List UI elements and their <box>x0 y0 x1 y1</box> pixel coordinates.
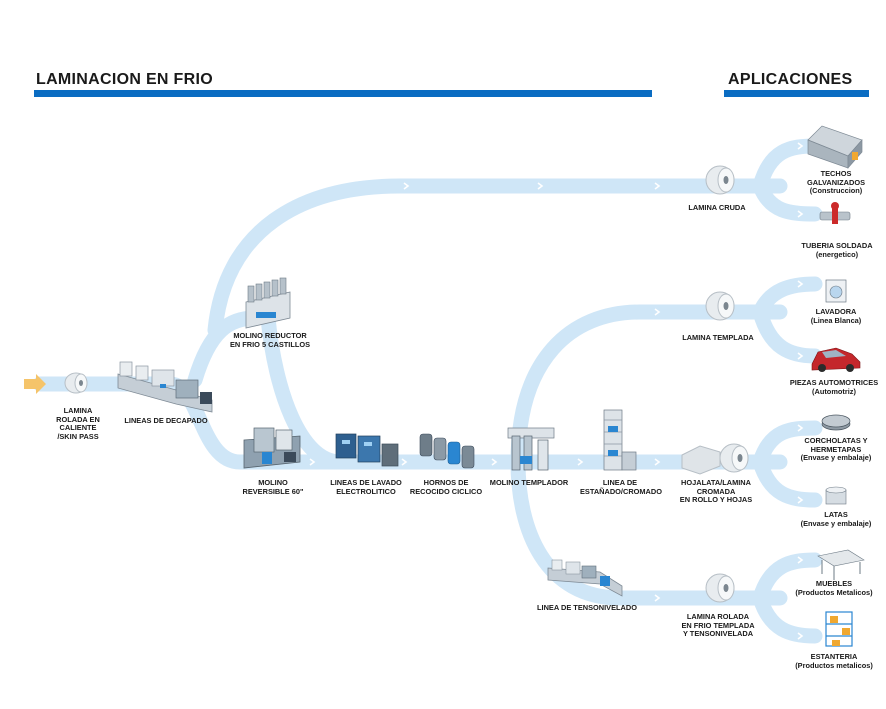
label-hojalata: HOJALATA/LAMINA CROMADA EN ROLLO Y HOJAS <box>679 478 753 505</box>
latas-icon <box>825 486 847 505</box>
chevron-icon <box>403 182 410 190</box>
coil-lamina-templada-icon <box>705 291 735 321</box>
molino-reversible-machine-icon <box>243 427 301 469</box>
flow-templador-up <box>510 304 788 470</box>
label-linea-tensonivelado: LINEA DE TENSONIVELADO <box>537 603 637 612</box>
chevron-icon <box>491 458 498 466</box>
chevron-icon <box>577 458 584 466</box>
flow-split-hojalata <box>752 420 823 508</box>
chevron-icon <box>654 182 661 190</box>
label-lamina-templada: LAMINA TEMPLADA <box>682 333 754 342</box>
label-lamina-rolada-frio: LAMINA ROLADA EN FRIO TEMPLADA Y TENSONI… <box>681 612 755 639</box>
chevron-icon <box>537 182 544 190</box>
app-label-piezas: PIEZAS AUTOMOTRICES (Automotriz) <box>789 378 879 396</box>
lineas-lavado-machine-icon <box>335 433 399 467</box>
chevron-icon <box>797 280 804 288</box>
label-lineas-decapado: LINEAS DE DECAPADO <box>124 416 208 425</box>
coil-lamina-cruda-icon <box>705 165 735 195</box>
label-molino-reductor: MOLINO REDUCTOR EN FRIO 5 CASTILLOS <box>229 331 311 349</box>
direction-arrows <box>309 142 804 640</box>
app-label-techos: TECHOS GALVANIZADOS (Construccion) <box>806 169 866 196</box>
section-title-aplicaciones: APLICACIONES <box>728 71 853 88</box>
app-label-latas: LATAS (Envase y embalaje) <box>800 510 872 528</box>
flow-reductor-down <box>260 310 348 470</box>
molino-reductor-machine-icon <box>245 277 291 329</box>
chevron-icon <box>797 142 804 150</box>
chevron-icon <box>797 424 804 432</box>
app-label-muebles: MUEBLES (Productos Metalicos) <box>795 579 873 597</box>
piezas-automotrices-icon <box>811 347 861 372</box>
app-label-estanteria: ESTANTERIA (Productos metalicos) <box>795 652 873 670</box>
chevron-icon <box>797 210 804 218</box>
chevron-icon <box>797 496 804 504</box>
hornos-recocido-machine-icon <box>419 433 475 469</box>
lavadora-icon <box>825 279 847 303</box>
muebles-icon <box>817 549 865 580</box>
corcholatas-icon <box>821 414 851 431</box>
coil-lamina-rolada-frio-icon <box>705 573 735 603</box>
label-linea-estanado: LINEA DE ESTAÑADO/CROMADO <box>580 478 662 496</box>
linea-estanado-tower-icon <box>603 409 637 471</box>
chevron-icon <box>797 632 804 640</box>
label-lamina-rolada: LAMINA ROLADA EN CALIENTE /SKIN PASS <box>56 406 100 441</box>
label-lineas-lavado: LINEAS DE LAVADO ELECTROLITICO <box>330 478 402 496</box>
chevron-icon <box>654 594 661 602</box>
section-title-laminacion: LAMINACION EN FRIO <box>36 71 213 88</box>
label-lamina-cruda: LAMINA CRUDA <box>688 203 746 212</box>
molino-templador-machine-icon <box>507 427 555 471</box>
section-bar-laminacion <box>34 90 652 97</box>
app-label-corcholatas: CORCHOLATAS Y HERMETAPAS (Envase y embal… <box>800 436 872 463</box>
chevron-icon <box>654 458 661 466</box>
chevron-icon <box>401 458 408 466</box>
flow-split-templada <box>752 276 823 364</box>
coil-lamina-rolada-icon <box>64 372 88 394</box>
chevron-icon <box>797 352 804 360</box>
chevron-icon <box>654 308 661 316</box>
app-label-lavadora: LAVADORA (Linea Blanca) <box>810 307 862 325</box>
app-label-tuberia: TUBERIA SOLDADA (energetico) <box>801 241 873 259</box>
lineas-decapado-machine-icon <box>117 361 213 413</box>
flow-split-tensonivelada <box>752 552 823 644</box>
estanteria-icon <box>825 611 853 647</box>
label-molino-templador: MOLINO TEMPLADOR <box>489 478 569 487</box>
label-molino-reversible: MOLINO REVERSIBLE 60" <box>242 478 304 496</box>
techos-galvanizados-icon <box>807 125 863 169</box>
label-hornos: HORNOS DE RECOCIDO CICLICO <box>409 478 483 496</box>
section-bar-aplicaciones <box>724 90 869 97</box>
coil-hojalata-icon <box>681 443 749 475</box>
linea-tensonivelado-machine-icon <box>547 559 623 597</box>
chevron-icon <box>309 458 316 466</box>
flow-reductor-upper <box>207 178 788 338</box>
start-arrow-icon <box>24 374 46 394</box>
tuberia-soldada-icon <box>819 202 851 224</box>
chevron-icon <box>797 556 804 564</box>
flow-templador-down <box>510 454 788 606</box>
